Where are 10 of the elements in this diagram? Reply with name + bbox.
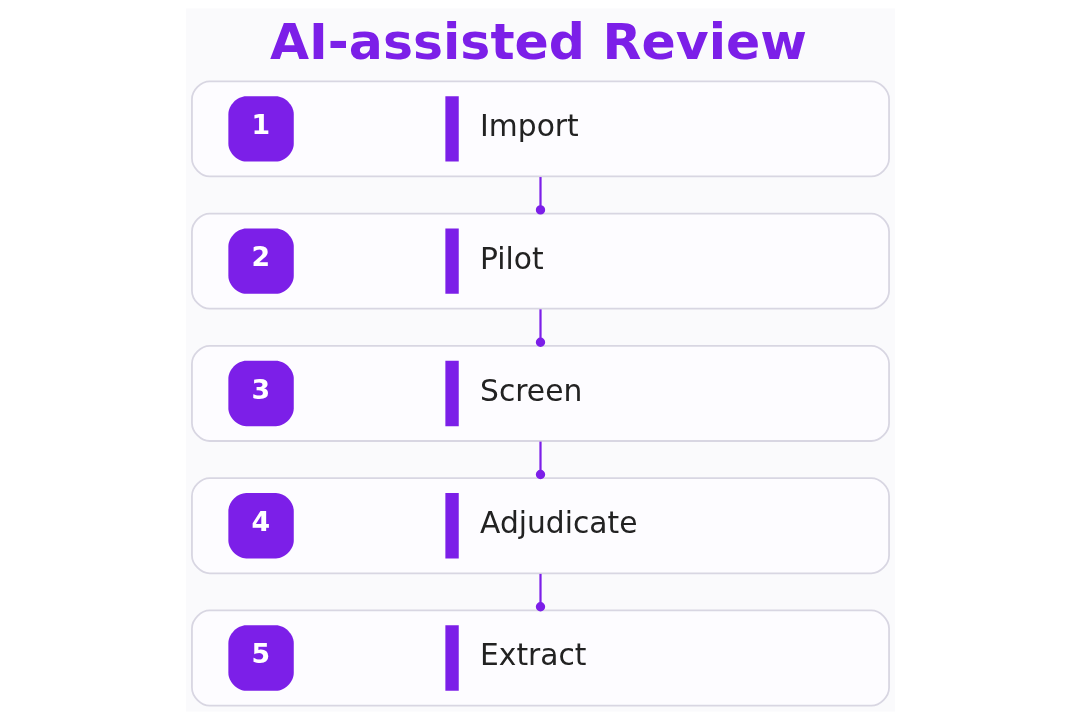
node-box: 1 Import: [190, 80, 890, 178]
connector: [535, 573, 545, 612]
diagram-title: AI-assisted Review: [269, 12, 807, 72]
node-box: 4 Adjudicate: [190, 477, 890, 575]
node-box: 2 Pilot: [190, 212, 890, 310]
connector: [535, 309, 545, 347]
node-box: 5 Extract: [190, 609, 890, 707]
connector: [535, 441, 545, 480]
connector: [535, 177, 545, 215]
node-box: 3 Screen: [190, 345, 890, 442]
